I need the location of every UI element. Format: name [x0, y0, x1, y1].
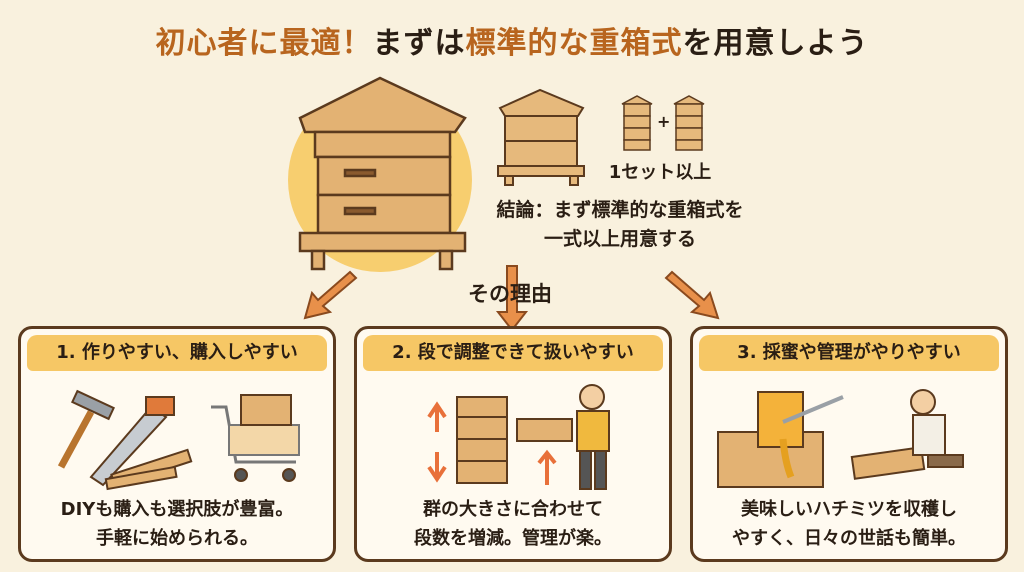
- conclusion-line-2: 一式以上用意する: [543, 228, 696, 250]
- caption-line-1: 群の大きさに合わせて: [423, 499, 603, 520]
- conclusion-line-1: 結論：まず標準的な重箱式を: [496, 199, 744, 221]
- panel-caption: 美味しいハチミツを収穫しやすく、日々の世話も簡単。: [693, 495, 1005, 553]
- panel-easy-to-build: 1. 作りやすい、購入しやすい DIYも購入も選択肢が豊富。手軽に始められる。: [18, 326, 336, 562]
- tray-icon: [850, 446, 926, 480]
- up-arrow-icon: [537, 449, 557, 485]
- person-icon: [910, 389, 936, 415]
- panel-caption: DIYも購入も選択肢が豊富。手軽に始められる。: [21, 495, 333, 553]
- caption-line-2: 手軽に始められる。: [96, 528, 258, 549]
- panel-heading: 1. 作りやすい、購入しやすい: [27, 335, 327, 371]
- arrows: [303, 265, 720, 330]
- set-label: 1セット以上: [608, 162, 712, 183]
- panel-adjustable-tiers: 2. 段で調整できて扱いやすい 群の大きさに合わせて段数を増減。管理が楽。: [354, 326, 672, 562]
- mini-hive-set-icon: [621, 95, 705, 151]
- tools-and-cart-illustration: [57, 389, 300, 491]
- title-highlight-1: 初心者に最適！: [155, 26, 373, 61]
- caption-line-1: DIYも購入も選択肢が豊富。: [60, 499, 294, 520]
- knife-icon: [782, 395, 844, 424]
- panel-heading: 3. 採蜜や管理がやりやすい: [699, 335, 999, 371]
- title-highlight-2: 標準的な重箱式: [465, 26, 683, 61]
- person-icon: [579, 384, 605, 410]
- caption-line-2: 段数を増減。管理が楽。: [414, 528, 612, 549]
- held-box-icon: [516, 418, 573, 442]
- conclusion-text: 結論：まず標準的な重箱式を一式以上用意する: [470, 196, 770, 254]
- reason-label: その理由: [468, 282, 552, 306]
- caption-line-1: 美味しいハチミツを収穫し: [741, 499, 957, 520]
- saw-icon: [89, 405, 168, 487]
- honey-drip: [779, 438, 795, 479]
- arrow-left-icon: [303, 270, 358, 320]
- small-hive-icon: [497, 88, 585, 186]
- panel-heading: 2. 段で調整できて扱いやすい: [363, 335, 663, 371]
- plus-sign: +: [657, 112, 671, 131]
- title-text-4: を用意しよう: [682, 26, 869, 61]
- page-title: 初心者に最適！まずは標準的な重箱式を用意しよう: [0, 18, 1024, 62]
- panel-caption: 群の大きさに合わせて段数を増減。管理が楽。: [357, 495, 669, 553]
- honeycomb-icon: [757, 391, 804, 448]
- caption-line-2: やすく、日々の世話も簡単。: [732, 528, 966, 549]
- up-down-arrow-icon: [427, 401, 447, 483]
- large-hive-icon: [298, 76, 467, 271]
- hero-illustration: [288, 76, 720, 330]
- arrow-center-icon: [495, 265, 529, 330]
- tier-adjust-illustration: [427, 384, 610, 490]
- title-text-2: まずは: [372, 26, 466, 61]
- hive-stack-icon: [456, 396, 508, 418]
- panel-easy-harvest: 3. 採蜜や管理がやりやすい 美味しいハチミツを収穫しやすく、日々の世話も簡単。: [690, 326, 1008, 562]
- harvest-illustration: [717, 389, 964, 488]
- hammer-icon: [57, 410, 95, 469]
- arrow-right-icon: [664, 270, 720, 320]
